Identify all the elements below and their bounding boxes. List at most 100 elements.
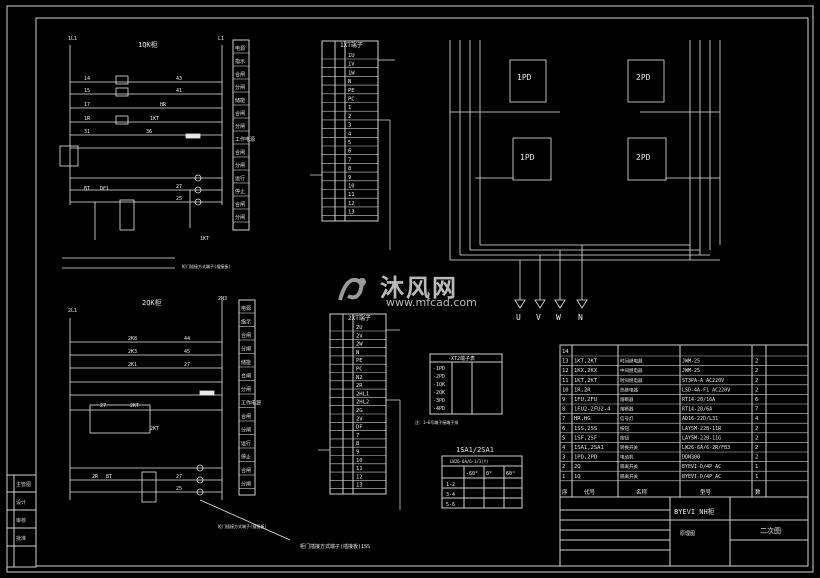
- left-block-label: 设计: [16, 499, 26, 506]
- xt1-terminal-frame: [321, 40, 379, 222]
- side-label-1: 停止: [235, 188, 245, 195]
- xt2-terminal: PC: [356, 367, 363, 373]
- side-label-1: 分闸: [235, 123, 245, 130]
- component-qty: 6: [755, 397, 758, 403]
- svg-text:27: 27: [176, 474, 182, 480]
- component-code: 1R,2R: [574, 387, 591, 393]
- left-block-label: 主管图: [16, 481, 31, 488]
- side-label-2: 分闸: [241, 346, 251, 353]
- component-no: 13: [562, 359, 569, 365]
- svg-text:1PD: 1PD: [520, 153, 535, 162]
- switch-table-column: 60°: [506, 471, 515, 477]
- component-code: 1KT,2KT: [574, 359, 598, 365]
- side-label-1: 合闸: [235, 71, 245, 78]
- component-no: 11: [562, 378, 569, 384]
- component-model: BYEVI-D/4P AC: [682, 464, 721, 470]
- note-3: 注：1~6号端子接端子排: [415, 419, 458, 425]
- svg-text:27: 27: [100, 403, 106, 409]
- side-label-2: 合闸: [241, 332, 251, 339]
- svg-text:41: 41: [176, 88, 182, 94]
- xt2-terminal: 11: [356, 466, 363, 472]
- side-label-2: 分闸: [241, 427, 251, 434]
- component-qty: 2: [755, 359, 758, 365]
- side-labels-1-frame: [232, 39, 250, 231]
- svg-text:2K8: 2K8: [128, 336, 137, 342]
- svg-text:1KT: 1KT: [200, 236, 209, 242]
- small-table-frame: [429, 353, 503, 415]
- component-code: 1FU,2FU: [574, 397, 597, 403]
- svg-text:L1: L1: [218, 36, 224, 42]
- side-label-2: 电源: [241, 305, 251, 312]
- svg-text:二次图: 二次图: [760, 526, 781, 535]
- component-model: JWM-25: [682, 359, 700, 365]
- component-qty: 2: [755, 387, 758, 393]
- left-block-label: 审核: [16, 517, 26, 524]
- component-no: 7: [562, 416, 565, 422]
- xt1-terminal: 1U: [348, 53, 355, 59]
- side-label-1: 合闸: [235, 149, 245, 156]
- xt2-terminal: 2HL2: [356, 400, 369, 406]
- side-label-1: 运行: [235, 175, 245, 182]
- component-code: 1PD,2PD: [574, 455, 597, 461]
- component-qty: 2: [755, 455, 758, 461]
- component-no: 5: [562, 435, 565, 441]
- svg-text:2PD: 2PD: [636, 73, 651, 82]
- component-model: BYEVI-D/4P AC: [682, 474, 721, 480]
- component-name: 隔离开关: [620, 473, 638, 480]
- side-labels-2-frame: [238, 299, 256, 496]
- component-name: 按钮: [620, 434, 629, 441]
- side-label-2: 储能: [241, 359, 251, 366]
- component-name: 时间继电器: [620, 377, 643, 384]
- side-label-2: 指示: [241, 319, 251, 326]
- small-table-row: -1QK: [433, 382, 445, 388]
- xt1-terminal: 7: [348, 157, 351, 163]
- component-no: 4: [562, 445, 566, 451]
- title-block-frame: [559, 496, 809, 567]
- svg-text:W: W: [556, 313, 561, 322]
- xt2-terminal: 10: [356, 458, 363, 464]
- bus-labels: U V W N: [516, 313, 583, 322]
- motor-labels: 1PD 2PD 1PD 2PD: [517, 73, 651, 162]
- circuit-1: [59, 45, 223, 269]
- small-table-row: -2QK: [433, 390, 445, 396]
- component-qty: 2: [755, 445, 758, 451]
- svg-text:1KT: 1KT: [150, 116, 159, 122]
- xt1-terminal: 10: [348, 184, 355, 190]
- svg-text:V: V: [536, 313, 541, 322]
- inner-border: [35, 17, 809, 567]
- component-qty: 2: [755, 368, 758, 374]
- svg-text:2N3: 2N3: [218, 296, 227, 302]
- xt2-terminal: DF: [356, 425, 363, 431]
- svg-text:柜门插接方式端子(插接板): 柜门插接方式端子(插接板): [182, 263, 231, 269]
- component-qty: 4: [755, 416, 759, 422]
- xt2-terminal: 2V: [356, 416, 363, 422]
- xt1-terminal: 4: [348, 131, 352, 137]
- left-block-label: 批准: [16, 535, 26, 542]
- svg-text:1PD: 1PD: [517, 73, 532, 82]
- side-label-1: 合闸: [235, 201, 245, 208]
- svg-text:45: 45: [184, 349, 190, 355]
- component-model: LSD-4A-F1 AC220V: [682, 387, 730, 393]
- small-table-row: -2PD: [433, 374, 445, 380]
- xt1-terminal: 1V: [348, 62, 355, 68]
- xt1-terminal: 3: [348, 123, 351, 129]
- svg-text:BYEVI NH柜: BYEVI NH柜: [674, 507, 715, 516]
- component-model: LAY5M-22B-11G: [682, 435, 721, 441]
- xt1-terminal: PC: [348, 97, 355, 103]
- side-label-1: 储能: [235, 97, 245, 104]
- component-qty: 2: [755, 435, 758, 441]
- component-no: 9: [562, 397, 565, 403]
- svg-text:17: 17: [84, 102, 90, 108]
- component-code: 2Q: [574, 464, 581, 470]
- watermark-title: 沐风网: [380, 274, 458, 302]
- svg-text:25: 25: [176, 196, 182, 202]
- side-label-2: 停止: [241, 454, 251, 461]
- side-label-1: 指示: [235, 58, 245, 65]
- xt1-terminal: 5: [348, 140, 351, 146]
- svg-text:1R: 1R: [84, 116, 91, 122]
- component-model: ST3PA-A AC220V: [682, 378, 724, 384]
- svg-text:2K1: 2K1: [128, 362, 137, 368]
